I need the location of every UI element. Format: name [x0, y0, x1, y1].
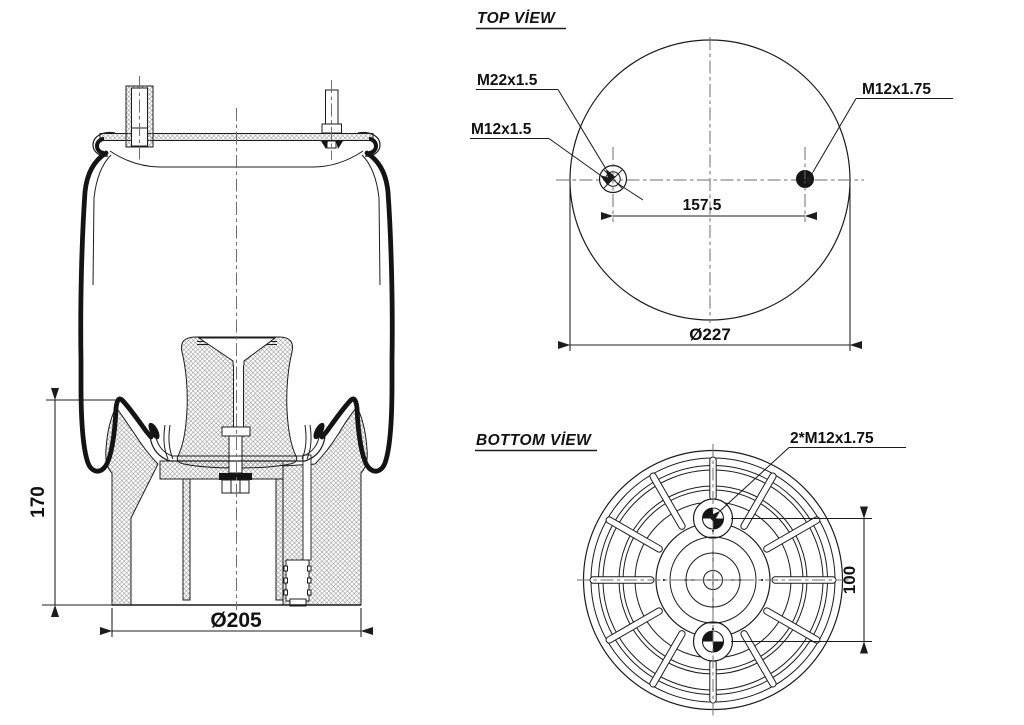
piston-channel [302, 454, 312, 561]
bottom-view-title: BOTTOM VİEW [476, 432, 592, 449]
top-view-title: TOP VİEW [477, 10, 556, 27]
dim-height-label: 170 [28, 486, 49, 518]
piston-pocket [285, 559, 310, 602]
callout-2m12: 2*M12x1.75 [708, 430, 906, 523]
callout-m22-label: M22x1.5 [477, 72, 538, 89]
callout-m12-175-label: M12x1.75 [862, 81, 931, 98]
dim-base-diameter-205: Ø205 [99, 608, 374, 637]
piston-tube-wall-right [275, 478, 284, 601]
bead-right [368, 137, 378, 155]
side-view: 170 Ø205 [28, 76, 395, 637]
callout-2m12-label: 2*M12x1.75 [790, 430, 874, 447]
bottom-view: BOTTOM VİEW [475, 430, 906, 716]
dim-top-diameter-227: Ø227 [557, 186, 863, 351]
dim-hole-spacing-157: 157.5 [600, 197, 818, 221]
bellows-wall-left [78, 150, 154, 474]
dim-top-diameter-label: Ø227 [689, 325, 731, 344]
dim-base-diameter-label: Ø205 [210, 609, 262, 632]
callout-m22: M22x1.5 [476, 72, 616, 182]
bead-left [95, 137, 105, 155]
callout-m12-175: M12x1.75 [803, 81, 953, 185]
bolt-head [221, 479, 250, 494]
callout-m12-15: M12x1.5 [470, 121, 613, 186]
stud-hole [796, 147, 814, 222]
bolt-washer [219, 473, 252, 480]
dim-bolt-spacing-100: 100 [731, 506, 872, 654]
air-fitting-hole [598, 147, 644, 222]
dim-hole-spacing-label: 157.5 [683, 197, 722, 214]
piston-bowl [149, 436, 326, 462]
piston-ribs [589, 456, 837, 704]
bolt-shaft [228, 435, 243, 474]
callout-m12-15-label: M12x1.5 [471, 121, 532, 138]
piston-tube-wall-left [182, 478, 191, 601]
dim-bolt-spacing-label: 100 [840, 566, 859, 594]
dim-height-170: 170 [28, 387, 116, 618]
top-view: TOP VİEW M22x1.5 M12x1.5 [470, 10, 953, 351]
bellows-wall-right [319, 150, 395, 474]
